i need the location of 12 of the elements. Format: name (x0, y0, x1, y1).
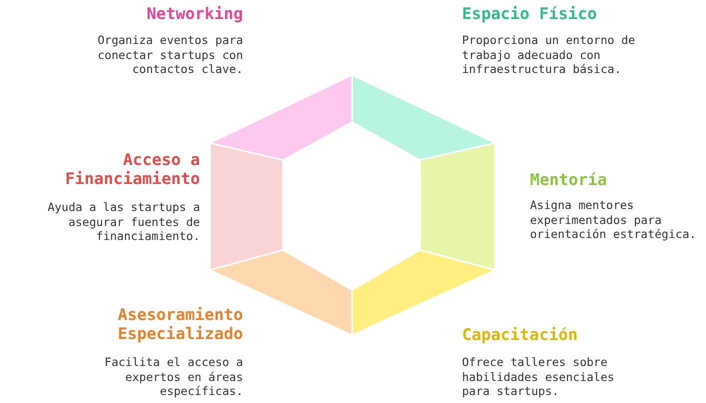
heading: Espacio Físico (462, 4, 598, 23)
description: Ofrece talleres sobre habilidades esenciales para startups. (462, 355, 616, 398)
heading: Networking (146, 4, 243, 23)
heading: Capacitación (462, 325, 579, 344)
heading: Mentoría (530, 170, 608, 189)
description: Organiza eventos para conectar startups con contactos clave. (96, 33, 243, 76)
heading: Acceso a Financiamiento (64, 150, 200, 188)
description: Ayuda a las startups a asegurar fuentes de financiamiento. (46, 200, 200, 244)
description: Proporciona un entorno de trabajo adecuado con infraestructura básica. (462, 33, 636, 76)
description: Facilita el acceso a expertos en áreas específicas. (104, 355, 243, 398)
heading: Asesoramiento Especializado (116, 305, 243, 343)
description: Asigna mentores experimentados para orientación estratégica. (530, 198, 698, 242)
